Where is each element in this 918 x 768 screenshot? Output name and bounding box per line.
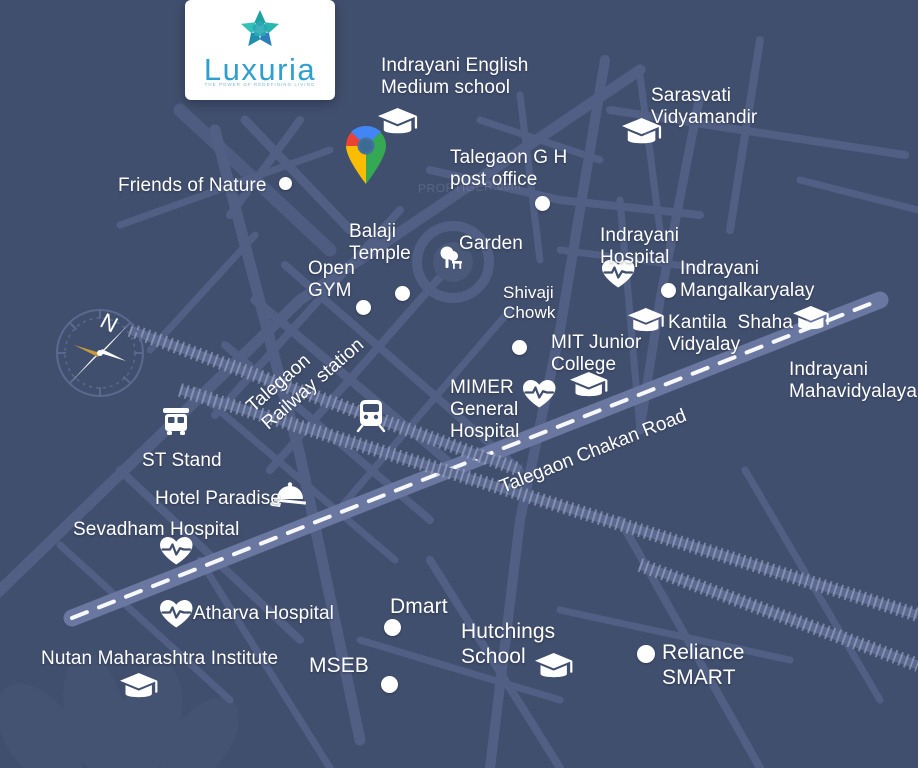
poi-label-st-stand: ST Stand [142, 450, 222, 471]
hospital-icon [160, 537, 193, 565]
project-logo-callout[interactable]: Luxuria THE POWER OF REDEFINING LIVING [185, 0, 335, 100]
poi-label-indrayani-mangalkaryalay: Indrayani Mangalkaryalay [680, 258, 815, 301]
dot-open-gym-1 [395, 286, 410, 301]
poi-label-hutchings-school: Hutchings School [461, 620, 556, 668]
talegaon-chakan-road [63, 291, 889, 627]
poi-label-balaji-temple: Balaji Temple [349, 221, 411, 264]
poi-label-mimer-general-hospital: MIMER General Hospital [450, 377, 520, 442]
dot-open-gym-2 [356, 300, 371, 315]
poi-label-kantila-shaha-vidyalay: Kantila Shaha Vidyalay [668, 312, 793, 355]
restaurant-icon [270, 482, 307, 507]
poi-label-shivaji-chowk: Shivaji Chowk [503, 283, 556, 322]
poi-label-atharva-hospital: Atharva Hospital [193, 603, 335, 624]
leaf-watermark [0, 654, 239, 768]
school-icon [628, 308, 664, 332]
compass-needle [72, 325, 128, 381]
poi-label-indrayani-english-medium-school: Indrayani English Medium school [381, 55, 529, 98]
park-icon [440, 246, 462, 269]
dot-shivaji-chowk [512, 340, 527, 355]
bus-icon [163, 408, 189, 435]
poi-label-mseb: MSEB [309, 654, 369, 677]
hospital-icon [523, 380, 556, 408]
poi-label-indrayani-mahavidyalaya: Indrayani Mahavidyalaya [789, 359, 918, 402]
school-icon [793, 306, 829, 330]
poi-label-dmart: Dmart [390, 595, 448, 618]
luxuria-star-icon [240, 10, 280, 47]
train-icon [356, 400, 386, 433]
hospital-icon [602, 260, 635, 288]
luxuria-wordmark-container: Luxuria [185, 52, 335, 88]
poi-label-nutan-maharashtra-institute: Nutan Maharashtra Institute [41, 648, 279, 669]
poi-label-friends-of-nature: Friends of Nature [118, 175, 267, 196]
dot-dmart [384, 619, 401, 636]
poi-label-sarasvati-vidyamandir: Sarasvati Vidyamandir [651, 85, 758, 128]
railway-line [127, 323, 918, 672]
poi-label-sevadham-hospital: Sevadham Hospital [73, 519, 240, 540]
poi-label-mit-junior-college: MIT Junior College [551, 332, 642, 375]
dot-reliance-smart [637, 645, 655, 663]
poi-label-open-gym: Open GYM [308, 258, 355, 301]
school-icon [378, 108, 418, 134]
dot-mseb [381, 676, 398, 693]
dot-talegaon-post-office [535, 196, 550, 211]
poi-label-reliance-smart: Reliance SMART [662, 641, 745, 689]
poi-label-garden: Garden [459, 233, 523, 254]
luxuria-tagline: THE POWER OF REDEFINING LIVING [204, 82, 316, 87]
dot-friends-of-nature [279, 177, 292, 190]
compass-rose [56, 309, 144, 397]
dot-indrayani-mangalkaryalay [661, 283, 676, 298]
school-icon [622, 118, 662, 144]
hospital-icon-group [160, 260, 635, 628]
poi-label-talegaon-gh-post-office: Talegaon G H post office [450, 147, 568, 190]
top-left-roads [116, 115, 355, 235]
hospital-icon [160, 600, 193, 628]
poi-label-indrayani-hospital: Indrayani Hospital [600, 225, 680, 268]
school-icon [120, 673, 158, 698]
luxuria-wordmark: Luxuria [203, 52, 317, 87]
poi-label-hotel-paradise: Hotel Paradise [155, 488, 282, 509]
project-location-pin[interactable] [346, 126, 386, 184]
